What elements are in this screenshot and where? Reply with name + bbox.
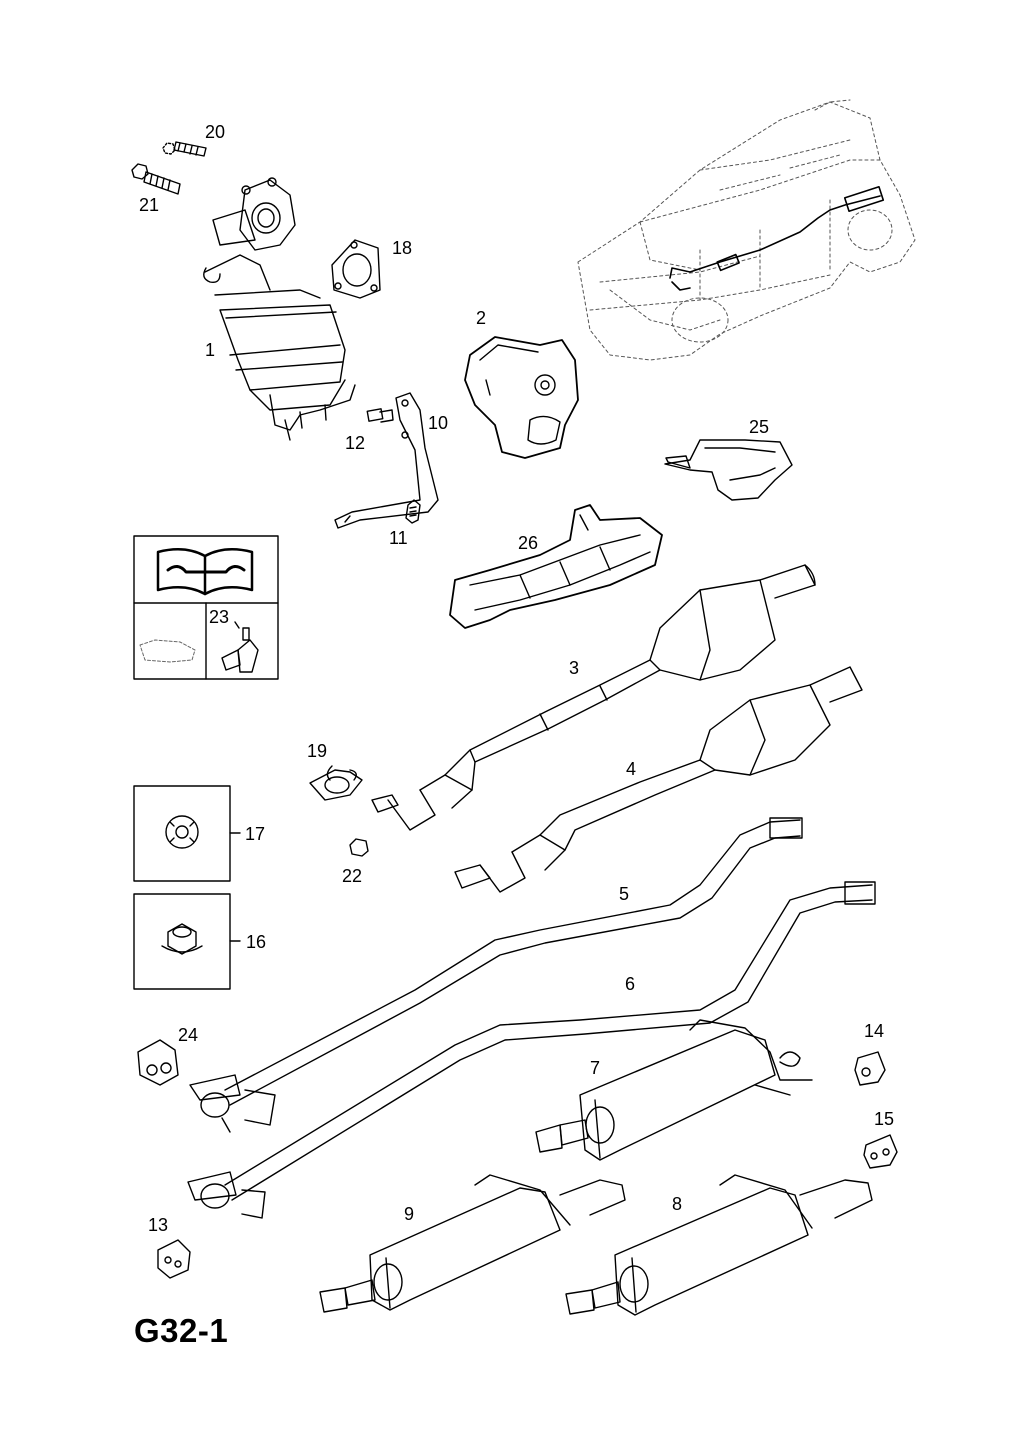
part-26-heat-shield[interactable] [449,504,663,629]
part-10-bracket[interactable] [334,392,439,529]
page-code: G32-1 [134,1312,229,1349]
part-13-rubber-mount[interactable] [157,1239,191,1279]
callout-7: 7 [590,1058,601,1078]
callout-23: 23 [209,607,230,627]
part-1-catalytic-manifold[interactable] [203,177,356,441]
repair-manual-icon [156,548,254,596]
vehicle-overview [577,99,916,361]
part-14-rubber-mount[interactable] [854,1051,886,1086]
callout-22: 22 [342,866,363,886]
part-12-bolt[interactable] [366,408,394,423]
callout-12: 12 [345,433,366,453]
part-19-gasket[interactable] [309,765,363,801]
part-9-rear-muffler[interactable] [319,1174,626,1313]
callout-1: 1 [205,340,216,360]
callout-18: 18 [392,238,413,258]
part-18-gasket[interactable] [331,239,381,299]
callout-11: 11 [389,528,408,548]
part-24-rubber-mount[interactable] [137,1039,179,1086]
callout-20: 20 [205,122,226,142]
callout-25: 25 [749,417,770,437]
sealant-application-icon [139,639,196,663]
callout-10: 10 [428,413,449,433]
callout-14: 14 [864,1021,885,1041]
part-22-nut[interactable] [349,838,369,857]
callout-17: 17 [245,824,266,844]
callout-15: 15 [874,1109,895,1129]
callout-2: 2 [476,308,487,328]
part-6-intermediate-pipe[interactable] [187,881,876,1219]
part-11-stud[interactable] [405,499,421,524]
callout-3: 3 [569,658,580,678]
callout-24: 24 [178,1025,199,1045]
part-8-rear-muffler[interactable] [565,1174,873,1316]
callout-26: 26 [518,533,539,553]
part-15-rubber-mount[interactable] [863,1134,898,1169]
part-2-heat-shield[interactable] [464,336,579,459]
callout-4: 4 [626,759,637,779]
sealant-tube-icon [221,627,259,673]
callout-5: 5 [619,884,630,904]
part-25-heat-shield[interactable] [664,439,793,501]
callout-16: 16 [246,932,267,952]
part-20-stud[interactable] [162,141,207,157]
callout-6: 6 [625,974,636,994]
callout-19: 19 [307,741,328,761]
leader-23 [234,621,240,629]
part-21-bolt[interactable] [131,163,181,195]
callout-9: 9 [404,1204,415,1224]
part-7-rear-muffler[interactable] [535,1019,813,1161]
callout-13: 13 [148,1215,169,1235]
part-16-nut-box[interactable] [133,893,241,990]
part-3-front-pipe[interactable] [371,564,816,831]
part-17-retainer-box[interactable] [133,785,241,882]
part-4-front-pipe[interactable] [454,666,863,893]
callout-21: 21 [139,195,160,215]
callout-8: 8 [672,1194,683,1214]
part-5-intermediate-pipe[interactable] [189,817,803,1133]
service-info-box [133,535,279,680]
